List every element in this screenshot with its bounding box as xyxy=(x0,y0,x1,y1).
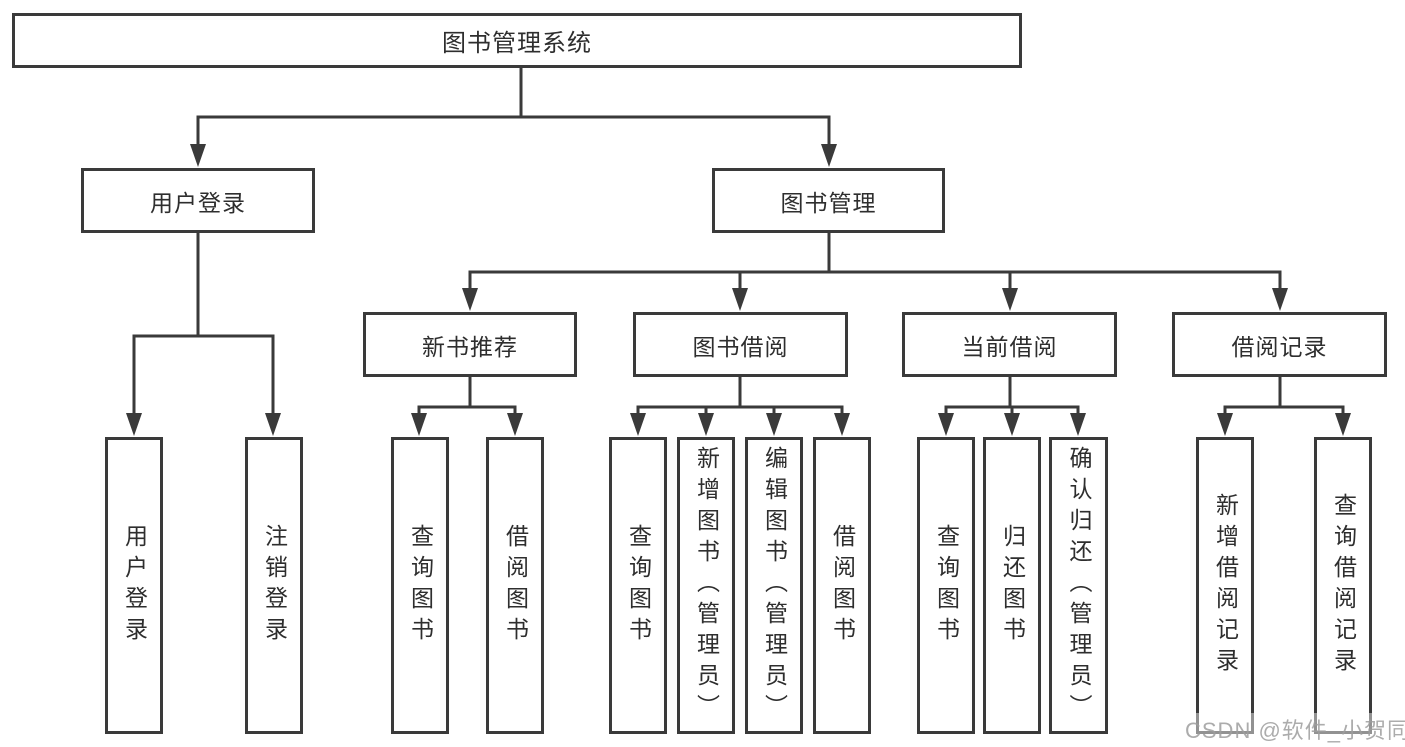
arrowhead-icons xyxy=(126,144,1351,436)
leaf-logout: 注销登录 xyxy=(245,437,303,734)
leaf-query-books-borrow: 查询图书 xyxy=(609,437,667,734)
leaf-add-book-admin: 新增图书（管理员） xyxy=(677,437,735,734)
node-borrow-records: 借阅记录 xyxy=(1172,312,1387,377)
leaf-query-borrow-record: 查询借阅记录 xyxy=(1314,437,1372,734)
leaf-borrow-books: 借阅图书 xyxy=(813,437,871,734)
leaf-confirm-return-admin: 确认归还（管理员） xyxy=(1049,437,1108,734)
leaf-query-books-recommend: 查询图书 xyxy=(391,437,449,734)
node-library-system: 图书管理系统 xyxy=(12,13,1022,68)
node-current-borrow: 当前借阅 xyxy=(902,312,1117,377)
node-user-login: 用户登录 xyxy=(81,168,315,233)
node-book-management: 图书管理 xyxy=(712,168,945,233)
leaf-borrow-books-recommend: 借阅图书 xyxy=(486,437,544,734)
leaf-return-book: 归还图书 xyxy=(983,437,1041,734)
leaf-query-books-current: 查询图书 xyxy=(917,437,975,734)
watermark: CSDN @软件_小贺同学 xyxy=(1185,713,1405,745)
node-new-book-recommend: 新书推荐 xyxy=(363,312,577,377)
leaf-edit-book-admin: 编辑图书（管理员） xyxy=(745,437,803,734)
leaf-user-login: 用户登录 xyxy=(105,437,163,734)
node-book-borrow: 图书借阅 xyxy=(633,312,848,377)
leaf-add-borrow-record: 新增借阅记录 xyxy=(1196,437,1254,734)
